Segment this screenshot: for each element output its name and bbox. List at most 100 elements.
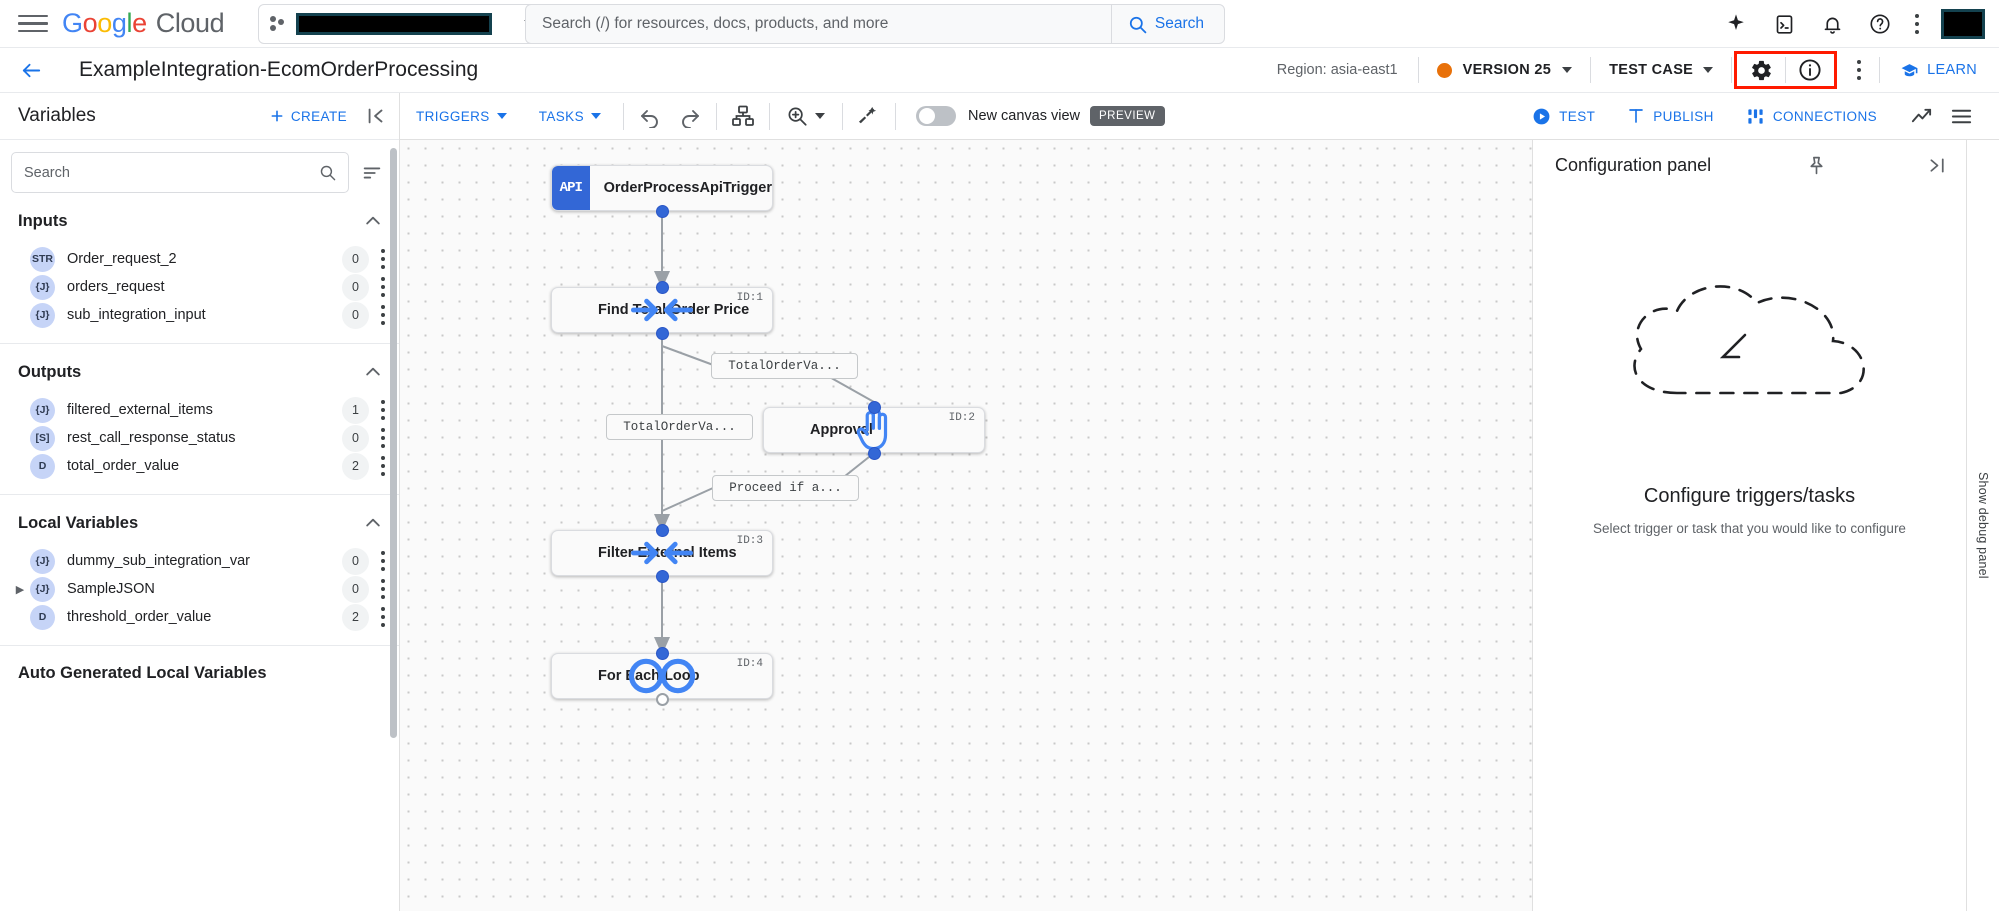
chevron-up-icon[interactable] — [363, 211, 383, 231]
row-more-vert-icon[interactable] — [381, 249, 385, 269]
undo-icon[interactable] — [630, 98, 670, 134]
connector-tool-icon[interactable] — [849, 98, 889, 134]
new-canvas-view-toggle[interactable] — [915, 106, 956, 126]
row-more-vert-icon[interactable] — [381, 428, 385, 448]
list-item[interactable]: D total_order_value 2 — [0, 452, 399, 480]
edge-label[interactable]: TotalOrderVa... — [711, 353, 858, 379]
logo-letter: o — [97, 8, 112, 38]
chevron-up-icon[interactable] — [363, 362, 383, 382]
section-header[interactable]: Local Variables — [0, 509, 399, 537]
list-item[interactable]: {J} orders_request 0 — [0, 273, 399, 301]
auto-layout-icon[interactable] — [723, 98, 763, 134]
analytics-chart-icon[interactable] — [1901, 98, 1941, 134]
collapse-panel-icon[interactable] — [365, 105, 387, 127]
triggers-menu[interactable]: TRIGGERS — [400, 109, 523, 124]
flow-node-for-each-loop[interactable]: For Each Loop ID:4 — [551, 653, 773, 699]
node-output-port[interactable] — [868, 447, 881, 460]
redo-icon[interactable] — [670, 98, 710, 134]
node-input-port[interactable] — [656, 524, 669, 537]
pin-icon[interactable] — [1802, 150, 1832, 180]
row-more-vert-icon[interactable] — [381, 551, 385, 571]
row-more-vert-icon[interactable] — [381, 277, 385, 297]
node-output-port[interactable] — [656, 327, 669, 340]
global-search[interactable]: Search — [525, 4, 1225, 44]
row-more-vert-icon[interactable] — [381, 456, 385, 476]
list-item[interactable]: [S] rest_call_response_status 0 — [0, 424, 399, 452]
back-arrow-icon[interactable] — [14, 53, 48, 87]
node-input-port[interactable] — [656, 281, 669, 294]
list-item[interactable]: {J} filtered_external_items 1 — [0, 396, 399, 424]
variable-count: 2 — [342, 603, 369, 631]
info-circle-icon[interactable] — [1786, 54, 1834, 86]
integration-title-bar: ExampleIntegration-EcomOrderProcessing R… — [0, 48, 1999, 93]
list-item[interactable]: {J} dummy_sub_integration_var 0 — [0, 547, 399, 575]
variables-search-box[interactable] — [11, 152, 349, 193]
learn-button[interactable]: LEARN — [1880, 61, 1999, 80]
connections-button[interactable]: CONNECTIONS — [1730, 107, 1893, 126]
node-input-port[interactable] — [868, 401, 881, 414]
tasks-menu[interactable]: TASKS — [523, 109, 617, 124]
list-item[interactable]: STR Order_request_2 0 — [0, 245, 399, 273]
sort-filter-icon[interactable] — [359, 160, 385, 186]
list-item[interactable]: ▶ {J} SampleJSON 0 — [0, 575, 399, 603]
gear-icon[interactable] — [1737, 54, 1785, 86]
search-button[interactable]: Search — [1110, 5, 1224, 43]
zoom-menu[interactable] — [776, 98, 836, 134]
row-more-vert-icon[interactable] — [381, 607, 385, 627]
test-case-selector[interactable]: TEST CASE — [1591, 62, 1731, 78]
empty-state-title: Configure triggers/tasks — [1643, 485, 1856, 507]
divider — [768, 102, 770, 130]
row-more-vert-icon[interactable] — [381, 400, 385, 420]
preview-badge: PREVIEW — [1090, 106, 1165, 126]
version-selector[interactable]: VERSION 25 — [1419, 62, 1590, 78]
node-input-port[interactable] — [656, 647, 669, 660]
row-more-vert-icon[interactable] — [381, 579, 385, 599]
row-more-vert-icon[interactable] — [381, 305, 385, 325]
section-header[interactable]: Inputs — [0, 207, 399, 235]
flow-node-find-total-order-price[interactable]: Find Total Order Price ID:1 — [551, 287, 773, 333]
chevron-up-icon[interactable] — [363, 513, 383, 533]
cloud-shell-icon[interactable] — [1771, 11, 1797, 37]
title-more-vert-icon[interactable] — [1839, 60, 1879, 80]
more-vert-icon[interactable] — [1915, 14, 1919, 34]
search-input[interactable] — [526, 5, 1111, 43]
edge-label[interactable]: Proceed if a... — [712, 475, 859, 501]
node-output-port[interactable] — [656, 205, 669, 218]
variables-search-input[interactable] — [24, 164, 319, 181]
node-output-port[interactable] — [656, 693, 669, 706]
test-button[interactable]: TEST — [1516, 107, 1611, 126]
type-badge: STR — [30, 246, 55, 272]
chevron-down-icon — [815, 113, 826, 119]
show-debug-panel-strip[interactable]: Show debug panel — [1966, 140, 1999, 911]
flow-node-approval[interactable]: Approval ID:2 — [763, 407, 985, 453]
node-output-port[interactable] — [656, 570, 669, 583]
notifications-bell-icon[interactable] — [1819, 11, 1845, 37]
collapse-right-icon[interactable] — [1922, 150, 1952, 180]
search-icon — [1129, 16, 1147, 33]
logo-letter: g — [111, 8, 127, 38]
gemini-sparkle-icon[interactable] — [1723, 11, 1749, 37]
variable-name: dummy_sub_integration_var — [67, 553, 250, 569]
avatar[interactable] — [1941, 9, 1985, 39]
project-picker[interactable] — [258, 3, 549, 44]
variables-section-inputs: Inputs STR Order_request_2 0 {J} orders_… — [0, 193, 399, 344]
publish-icon — [1629, 109, 1644, 123]
integration-canvas[interactable]: API OrderProcessApiTrigger Find Total Or… — [400, 140, 1532, 911]
publish-button[interactable]: PUBLISH — [1611, 107, 1730, 125]
divider — [715, 102, 717, 130]
help-question-icon[interactable] — [1867, 11, 1893, 37]
logs-list-icon[interactable] — [1941, 98, 1981, 134]
menu-icon[interactable] — [18, 13, 48, 35]
variables-scrollbar[interactable] — [390, 148, 397, 738]
list-item[interactable]: {J} sub_integration_input 0 — [0, 301, 399, 329]
flow-node-trigger[interactable]: API OrderProcessApiTrigger — [551, 165, 773, 211]
list-item[interactable]: D threshold_order_value 2 — [0, 603, 399, 631]
expand-toggle-icon[interactable]: ▶ — [15, 583, 25, 596]
section-header[interactable]: Auto Generated Local Variables — [0, 660, 399, 687]
section-header[interactable]: Outputs — [0, 358, 399, 386]
edge-label[interactable]: TotalOrderVa... — [606, 414, 753, 440]
create-variable-button[interactable]: CREATE — [269, 108, 347, 124]
section-title: Auto Generated Local Variables — [18, 664, 267, 682]
